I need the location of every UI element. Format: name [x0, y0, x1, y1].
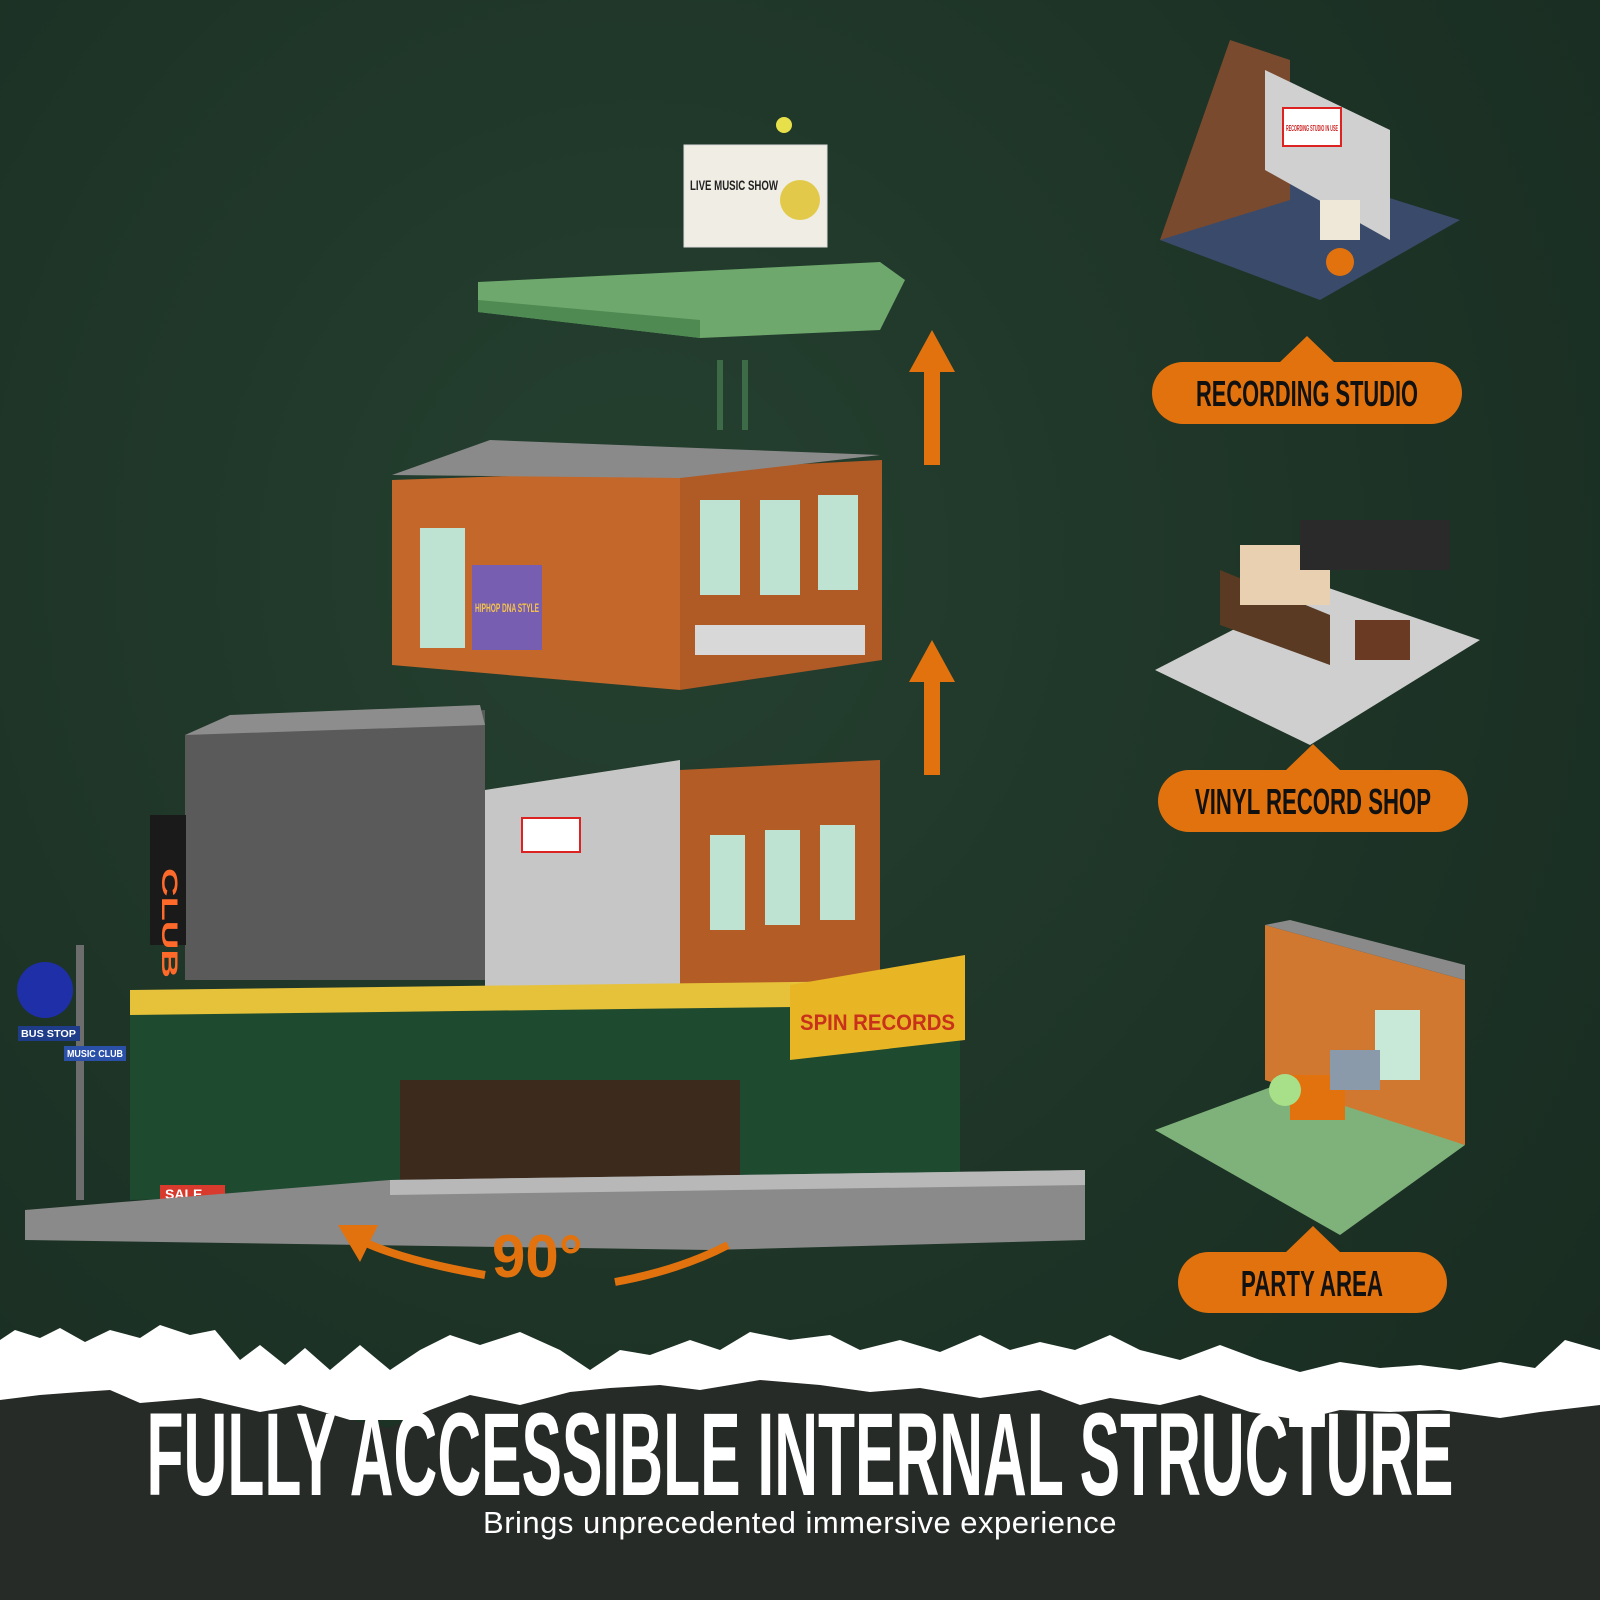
label-recording-studio: RECORDING STUDIO	[1152, 336, 1462, 424]
graffiti-text: HIPHOP DNA STYLE	[475, 601, 539, 615]
billboard-text: LIVE MUSIC SHOW	[690, 177, 779, 193]
subheadline: Brings unprecedented immersive experienc…	[483, 1505, 1117, 1540]
shop-sign-text: SPIN RECORDS	[800, 1010, 955, 1035]
vinyl-record-shop-model	[1155, 520, 1480, 745]
up-arrow-icon	[909, 640, 955, 775]
street-sign-post: BUS STOP MUSIC CLUB	[17, 945, 126, 1200]
roof-section-billboard: LIVE MUSIC SHOW	[478, 117, 905, 430]
ground-floor-building: CLUB SPIN RECORDS SALE	[25, 705, 1085, 1250]
recording-studio-model: RECORDING STUDIO IN USE	[1160, 40, 1460, 300]
up-arrow-icon	[909, 330, 955, 465]
bottom-band	[0, 1380, 1600, 1600]
label-text: PARTY AREA	[1241, 1263, 1383, 1304]
label-party-area: PARTY AREA	[1178, 1226, 1447, 1313]
club-sign-text: CLUB	[157, 868, 182, 978]
label-text: VINYL RECORD SHOP	[1195, 781, 1431, 822]
rotation-degree-label: 90°	[492, 1223, 583, 1290]
bus-stop-sign-text: BUS STOP	[21, 1029, 76, 1040]
upper-floor-section: HIPHOP DNA STYLE	[392, 440, 882, 690]
label-text: RECORDING STUDIO	[1196, 373, 1418, 414]
rotate-arrow-icon	[338, 1225, 730, 1286]
headline-text: FULLY ACCESSIBLE INTERNAL STRUCTURE	[147, 1395, 1454, 1510]
party-area-model	[1155, 920, 1465, 1235]
music-club-sign-text: MUSIC CLUB	[67, 1049, 123, 1060]
label-vinyl-record-shop: VINYL RECORD SHOP	[1158, 744, 1468, 832]
studio-sign-text: RECORDING STUDIO IN USE	[1286, 124, 1338, 133]
headline: FULLY ACCESSIBLE INTERNAL STRUCTURE	[147, 1395, 1454, 1510]
